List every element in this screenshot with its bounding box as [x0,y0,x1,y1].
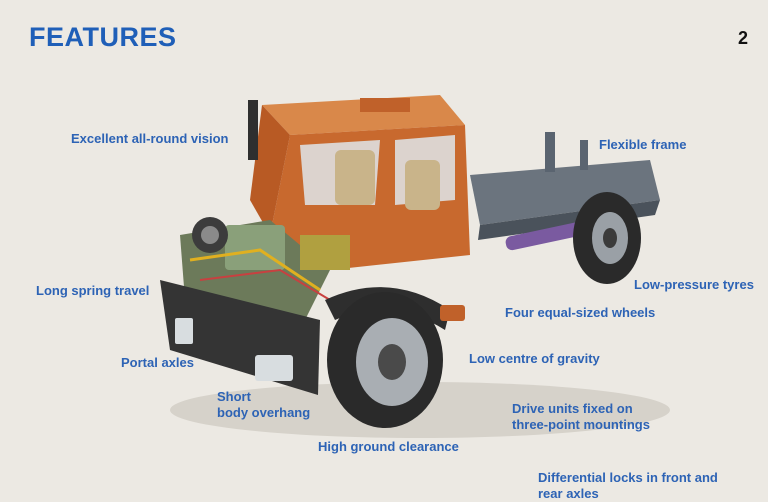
front-bumper [160,280,320,395]
label-diff-line2: rear axles [538,486,599,501]
page-number: 2 [738,28,749,48]
label-drive-line1: Drive units fixed on [512,401,633,416]
label-short-body-overhang: Short body overhang [217,389,310,421]
label-short-line1: Short [217,389,251,404]
label-high-ground-clearance: High ground clearance [318,439,459,454]
label-drive-line2: three-point mountings [512,417,650,432]
label-four-equal-wheels: Four equal-sized wheels [505,305,656,320]
label-low-pressure-tyres: Low-pressure tyres [634,277,754,292]
label-short-line2: body overhang [217,405,311,420]
label-low-centre-gravity: Low centre of gravity [469,351,600,366]
cab [248,95,470,270]
label-flexible-frame: Flexible frame [599,137,687,152]
rear-wheel [573,192,641,284]
label-long-spring-travel: Long spring travel [36,283,150,298]
label-portal-axles: Portal axles [121,355,194,370]
label-differential-locks: Differential locks in front and rear axl… [538,470,718,502]
label-diff-line1: Differential locks in front and [538,470,718,485]
front-wheel [325,287,465,428]
label-all-round-vision: Excellent all-round vision [71,131,229,146]
page-title: FEATURES [29,22,177,52]
label-drive-units: Drive units fixed on three-point mountin… [512,401,650,433]
